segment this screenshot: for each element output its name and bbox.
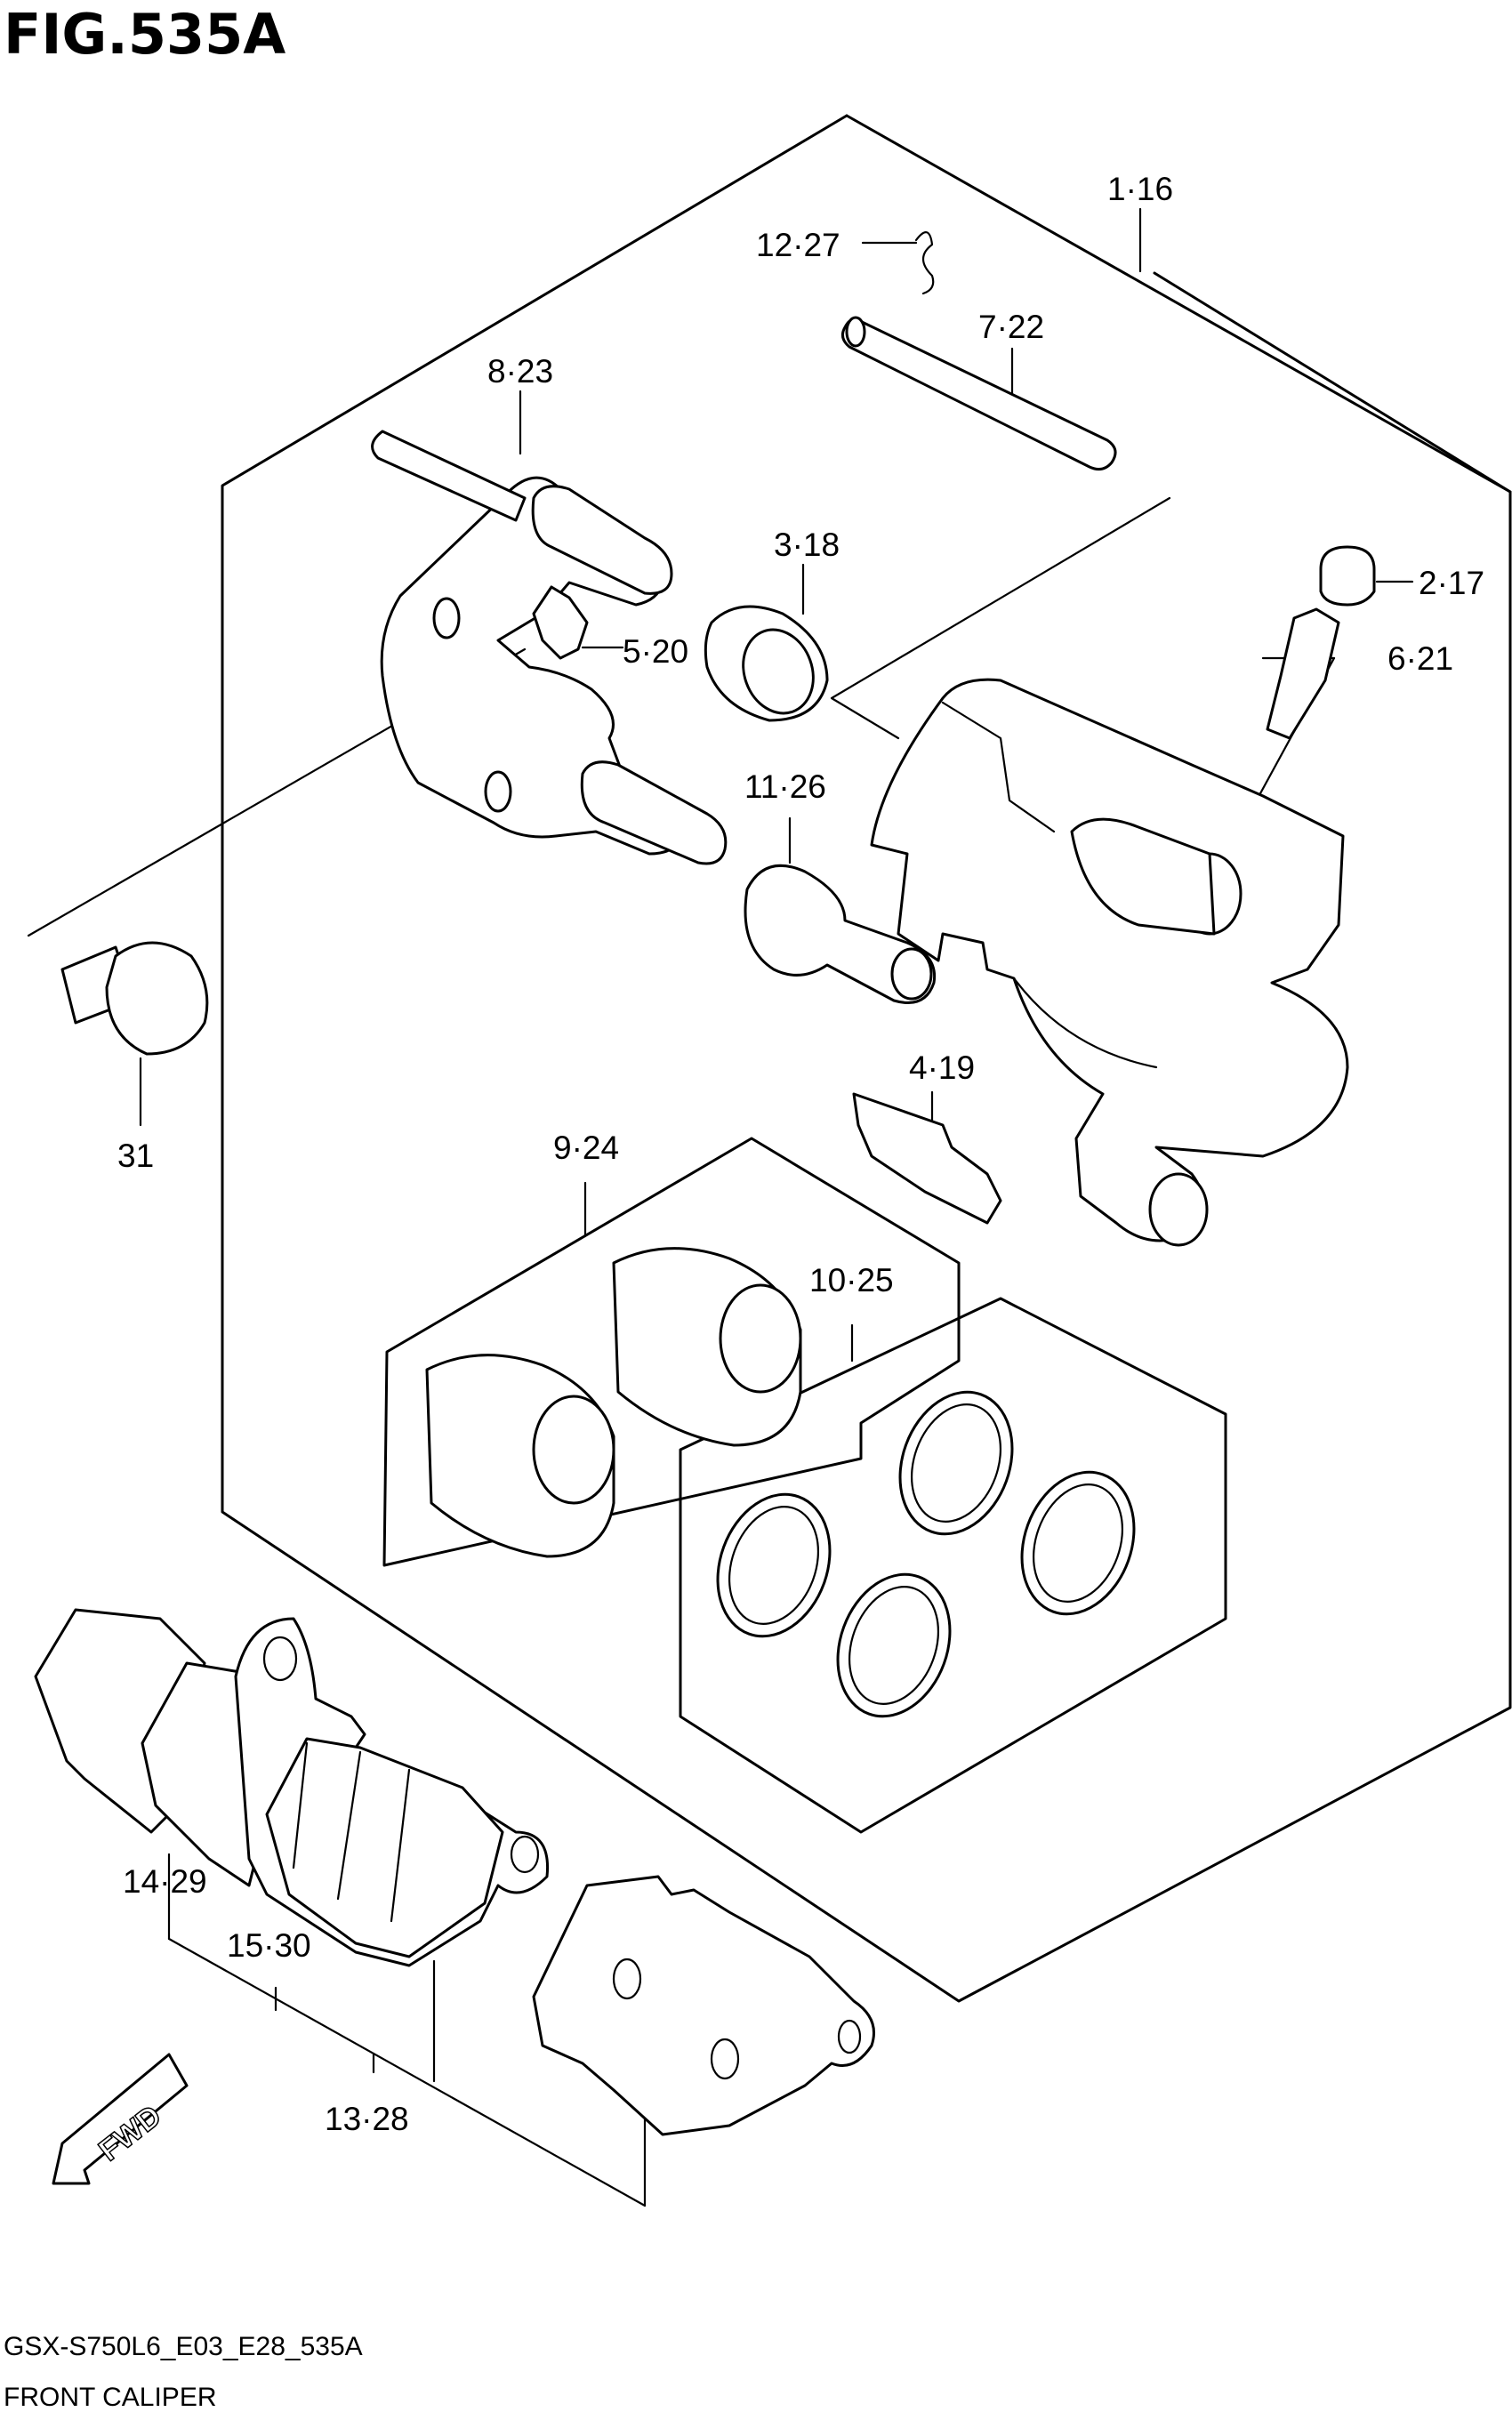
piston-seals <box>716 1390 1136 1718</box>
brake-pad-13b <box>532 1875 875 2136</box>
pad-spring-4 <box>852 1092 1002 1225</box>
callout-8-23: 8·23 <box>487 353 553 390</box>
brake-pad-13a <box>234 1617 550 1967</box>
callout-12-27: 12·27 <box>756 227 840 263</box>
bleeder-valve-6 <box>1266 607 1340 740</box>
piston-b <box>425 1354 615 1558</box>
pin-group-outline <box>830 496 1171 740</box>
callout-11-26: 11·26 <box>744 768 826 805</box>
callout-13-28: 13·28 <box>325 2101 409 2137</box>
pad-pin-clip-12 <box>914 231 935 295</box>
callout-5-20: 5·20 <box>623 633 688 670</box>
callout-1-16: 1·16 <box>1107 171 1173 207</box>
mounting-bolt-31 <box>60 941 209 1056</box>
callout-2-17: 2·17 <box>1419 565 1484 601</box>
slide-pin-11 <box>744 864 937 1004</box>
bleeder-cap-2 <box>1319 545 1376 607</box>
figure-caption: FRONT CALIPER <box>4 2383 217 2412</box>
callout-31: 31 <box>117 1138 154 1174</box>
fwd-arrow-icon: FWD <box>52 2053 189 2185</box>
model-code: GSX-S750L6_E03_E28_535A <box>4 2332 363 2361</box>
figure-title: FIG.535A <box>4 2 286 67</box>
callout-15-30: 15·30 <box>227 1927 311 1964</box>
caliper-body <box>870 678 1349 1247</box>
spring-5 <box>532 585 589 660</box>
callout-10-25: 10·25 <box>809 1262 894 1298</box>
piston-a <box>612 1247 802 1447</box>
callout-14-29: 14·29 <box>123 1863 207 1900</box>
callout-7-22: 7·22 <box>978 309 1044 345</box>
pad-pin-7 <box>840 316 1117 471</box>
boot-3 <box>704 605 829 722</box>
piston-kit-box <box>382 1137 961 1567</box>
callout-3-18: 3·18 <box>774 527 840 563</box>
caliper-bracket-8 <box>371 430 728 865</box>
callout-9-24: 9·24 <box>553 1130 619 1166</box>
callout-labels: 1·16 12·27 7·22 8·23 3·18 2·17 5·20 6·21… <box>117 171 1484 2137</box>
seal-kit-box <box>679 1297 1227 1834</box>
caliper-assembly-outline <box>221 114 1512 2003</box>
callout-6-21: 6·21 <box>1387 640 1453 677</box>
callout-4-19: 4·19 <box>909 1049 975 1086</box>
